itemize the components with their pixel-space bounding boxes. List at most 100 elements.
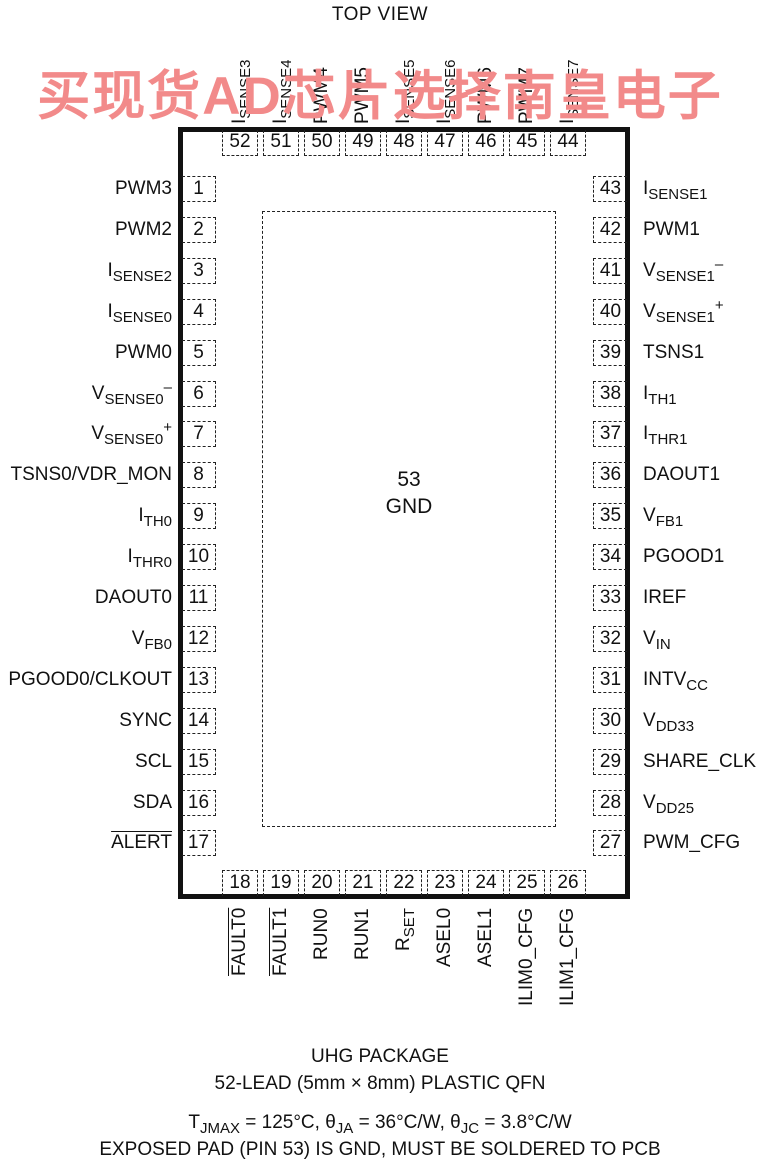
pin-label-12: VFB0 bbox=[131, 627, 172, 653]
pin-box-21: 21 bbox=[345, 870, 381, 896]
pin-box-33: 33 bbox=[593, 585, 627, 611]
pin-label-34: PGOOD1 bbox=[643, 546, 725, 568]
pin-box-40: 40 bbox=[593, 298, 627, 325]
view-title: TOP VIEW bbox=[331, 4, 429, 25]
pin-box-22: 22 bbox=[386, 870, 422, 896]
pin-box-11: 11 bbox=[182, 585, 216, 611]
pin-label-13: PGOOD0/CLKOUT bbox=[8, 668, 172, 690]
pin-label-18: FAULT0 bbox=[229, 907, 250, 976]
pin-label-37: ITHR1 bbox=[643, 423, 688, 449]
pin-box-52: 52 bbox=[222, 130, 258, 156]
pin-label-32: VIN bbox=[643, 627, 671, 653]
pin-label-5: PWM0 bbox=[115, 341, 172, 363]
pin-label-16: SDA bbox=[132, 791, 172, 813]
pin-label-7: VSENSE0+ bbox=[91, 419, 172, 449]
pin-box-2: 2 bbox=[182, 216, 216, 243]
pin-box-26: 26 bbox=[550, 870, 586, 896]
pin-label-25: ILIM0_CFG bbox=[516, 907, 537, 1006]
pin-label-1: PWM3 bbox=[115, 178, 172, 199]
pin-label-8: TSNS0/VDR_MON bbox=[10, 464, 172, 486]
pin-box-14: 14 bbox=[182, 707, 216, 734]
pin-box-16: 16 bbox=[182, 789, 216, 816]
pin-box-15: 15 bbox=[182, 748, 216, 775]
pin-box-23: 23 bbox=[427, 870, 463, 896]
pin-box-7: 7 bbox=[182, 421, 216, 448]
pin-label-28: VDD25 bbox=[643, 791, 695, 817]
pin-label-29: SHARE_CLK bbox=[643, 750, 756, 772]
pin-box-1: 1 bbox=[182, 176, 216, 202]
pin-box-34: 34 bbox=[593, 544, 627, 571]
pin-box-8: 8 bbox=[182, 462, 216, 489]
pin-box-39: 39 bbox=[593, 339, 627, 366]
pin-label-36: DAOUT1 bbox=[643, 464, 721, 486]
pin-label-27: PWM_CFG bbox=[643, 832, 741, 854]
pin-box-44: 44 bbox=[550, 130, 586, 156]
pin-box-32: 32 bbox=[593, 625, 627, 652]
pin-label-41: VSENSE1– bbox=[643, 255, 724, 285]
pin-box-47: 47 bbox=[427, 130, 463, 156]
pin-label-24: ASEL1 bbox=[475, 907, 496, 967]
pin-box-25: 25 bbox=[509, 870, 545, 896]
pin-label-10: ITHR0 bbox=[127, 546, 172, 572]
exposed-pad-note: EXPOSED PAD (PIN 53) IS GND, MUST BE SOL… bbox=[99, 1139, 661, 1160]
pin-label-26: ILIM1_CFG bbox=[557, 907, 578, 1006]
pin-box-9: 9 bbox=[182, 503, 216, 530]
pin-box-42: 42 bbox=[593, 216, 627, 243]
pin-label-14: SYNC bbox=[119, 709, 172, 731]
pin-label-39: TSNS1 bbox=[643, 341, 705, 363]
pin-label-19: FAULT1 bbox=[270, 907, 291, 976]
pin-label-4: ISENSE0 bbox=[107, 300, 172, 326]
exposed-pad-name: GND bbox=[385, 495, 433, 518]
pin-box-50: 50 bbox=[304, 130, 340, 156]
pin-box-41: 41 bbox=[593, 257, 627, 284]
watermark: 买现货AD芯片选择南皇电子 bbox=[37, 67, 723, 126]
pin-box-37: 37 bbox=[593, 421, 627, 448]
pin-label-33: IREF bbox=[643, 587, 687, 608]
qfn-package-outline bbox=[178, 127, 630, 899]
pin-label-30: VDD33 bbox=[643, 709, 695, 735]
pin-label-42: PWM1 bbox=[643, 218, 700, 240]
pin-box-28: 28 bbox=[593, 789, 627, 816]
pin-label-2: PWM2 bbox=[115, 218, 172, 240]
pin-box-27: 27 bbox=[593, 830, 627, 857]
package-name: UHG PACKAGE bbox=[311, 1046, 449, 1067]
pin-box-12: 12 bbox=[182, 625, 216, 652]
pin-box-51: 51 bbox=[263, 130, 299, 156]
pin-box-18: 18 bbox=[222, 870, 258, 896]
pin-box-20: 20 bbox=[304, 870, 340, 896]
pin-label-9: ITH0 bbox=[138, 505, 172, 531]
pin-box-49: 49 bbox=[345, 130, 381, 156]
pin-box-35: 35 bbox=[593, 503, 627, 530]
pin-box-46: 46 bbox=[468, 130, 504, 156]
pin-box-45: 45 bbox=[509, 130, 545, 156]
pin-box-43: 43 bbox=[593, 176, 627, 202]
pin-label-38: ITH1 bbox=[643, 382, 677, 408]
thermal-specs: TJMAX = 125°C, θJA = 36°C/W, θJC = 3.8°C… bbox=[188, 1112, 572, 1137]
pin-box-19: 19 bbox=[263, 870, 299, 896]
pin-box-30: 30 bbox=[593, 707, 627, 734]
pin-box-38: 38 bbox=[593, 380, 627, 407]
pin-box-10: 10 bbox=[182, 544, 216, 571]
pin-label-6: VSENSE0– bbox=[91, 378, 172, 408]
pin-label-22: RSET bbox=[393, 908, 418, 951]
pin-label-20: RUN0 bbox=[311, 908, 332, 960]
pin-box-24: 24 bbox=[468, 870, 504, 896]
pin-label-21: RUN1 bbox=[352, 908, 373, 960]
package-description: 52-LEAD (5mm × 8mm) PLASTIC QFN bbox=[214, 1073, 546, 1094]
pin-box-5: 5 bbox=[182, 339, 216, 366]
pin-label-23: ASEL0 bbox=[434, 907, 455, 967]
pin-box-48: 48 bbox=[386, 130, 422, 156]
pin-label-3: ISENSE2 bbox=[107, 259, 172, 285]
pin-box-31: 31 bbox=[593, 666, 627, 693]
exposed-pad: 53 GND bbox=[262, 211, 556, 827]
pin-box-6: 6 bbox=[182, 380, 216, 407]
pin-label-11: DAOUT0 bbox=[94, 587, 172, 608]
pin-label-35: VFB1 bbox=[643, 505, 684, 531]
pin-label-40: VSENSE1+ bbox=[643, 296, 724, 326]
pin-box-17: 17 bbox=[182, 830, 216, 857]
pin-box-3: 3 bbox=[182, 257, 216, 284]
pin-label-43: ISENSE1 bbox=[643, 178, 708, 203]
pin-box-29: 29 bbox=[593, 748, 627, 775]
pin-box-4: 4 bbox=[182, 298, 216, 325]
pin-label-17: ALERT bbox=[111, 832, 172, 854]
